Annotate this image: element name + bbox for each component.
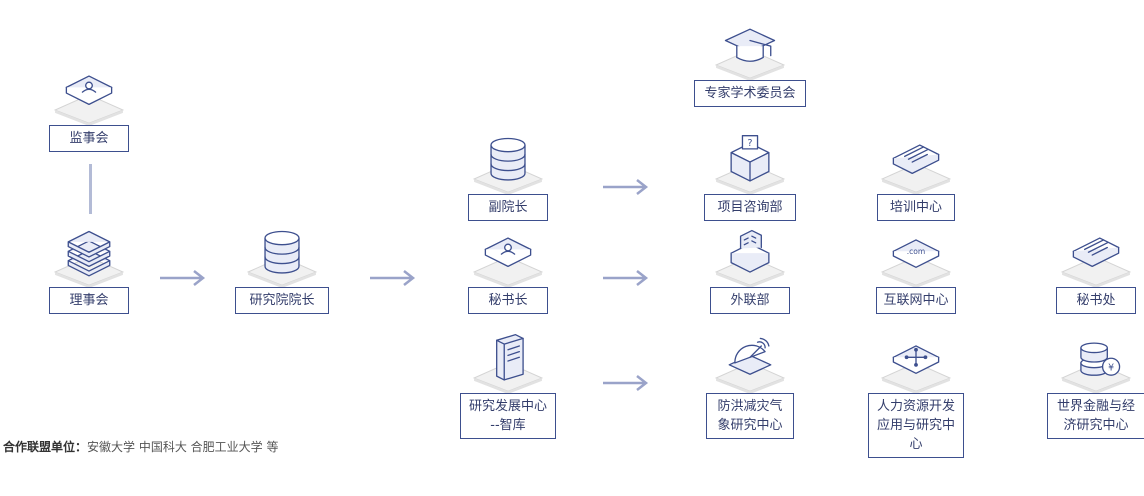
footer-text: 安徽大学 中国科大 合肥工业大学 等 [87,440,279,454]
node-label: 副院长 [468,194,548,221]
svg-text:.com: .com [907,247,925,256]
database-icon [464,130,552,196]
database-icon [238,223,326,289]
node-label: 专家学术委员会 [694,80,806,107]
arrow-right-icon [603,179,649,195]
id-card-icon [45,61,133,127]
arrow-right-icon [370,270,416,286]
question-box-icon: ? [706,130,794,196]
node-label: 理事会 [49,287,129,314]
id-card-icon [464,223,552,289]
node-label: 秘书处 [1056,287,1136,314]
server-tower-icon [464,329,552,395]
footer-label: 合作联盟单位： [3,440,88,454]
node-label: 秘书长 [468,287,548,314]
graduation-cap-icon [706,16,794,82]
supervisory-connector-line [89,164,92,214]
stacked-layers-icon [45,223,133,289]
arrow-right-icon [603,375,649,391]
node-label: 监事会 [49,125,129,152]
radar-dish-icon [706,329,794,395]
building-icon [706,223,794,289]
node-label: 人力资源开发应用与研究中心 [868,393,964,458]
node-label: 世界金融与经济研究中心 [1047,393,1144,439]
node-label: 外联部 [710,287,790,314]
alliance-footer: 合作联盟单位：安徽大学 中国科大 合肥工业大学 等 [3,438,278,455]
node-label: 防洪减灾气象研究中心 [706,393,794,439]
com-screen-icon: .com [872,223,960,289]
arrow-right-icon [603,270,649,286]
network-nodes-icon [872,329,960,395]
node-label: 研究院院长 [235,287,329,314]
node-label: 研究发展中心 --智库 [460,393,556,439]
node-label: 项目咨询部 [704,194,796,221]
node-label: 互联网中心 [876,287,956,314]
document-icon [872,130,960,196]
arrow-right-icon [160,270,206,286]
svg-text:?: ? [748,138,753,149]
coins-icon: ¥ [1052,329,1140,395]
svg-text:¥: ¥ [1108,362,1114,373]
node-label: 培训中心 [877,194,955,221]
document-icon [1052,223,1140,289]
